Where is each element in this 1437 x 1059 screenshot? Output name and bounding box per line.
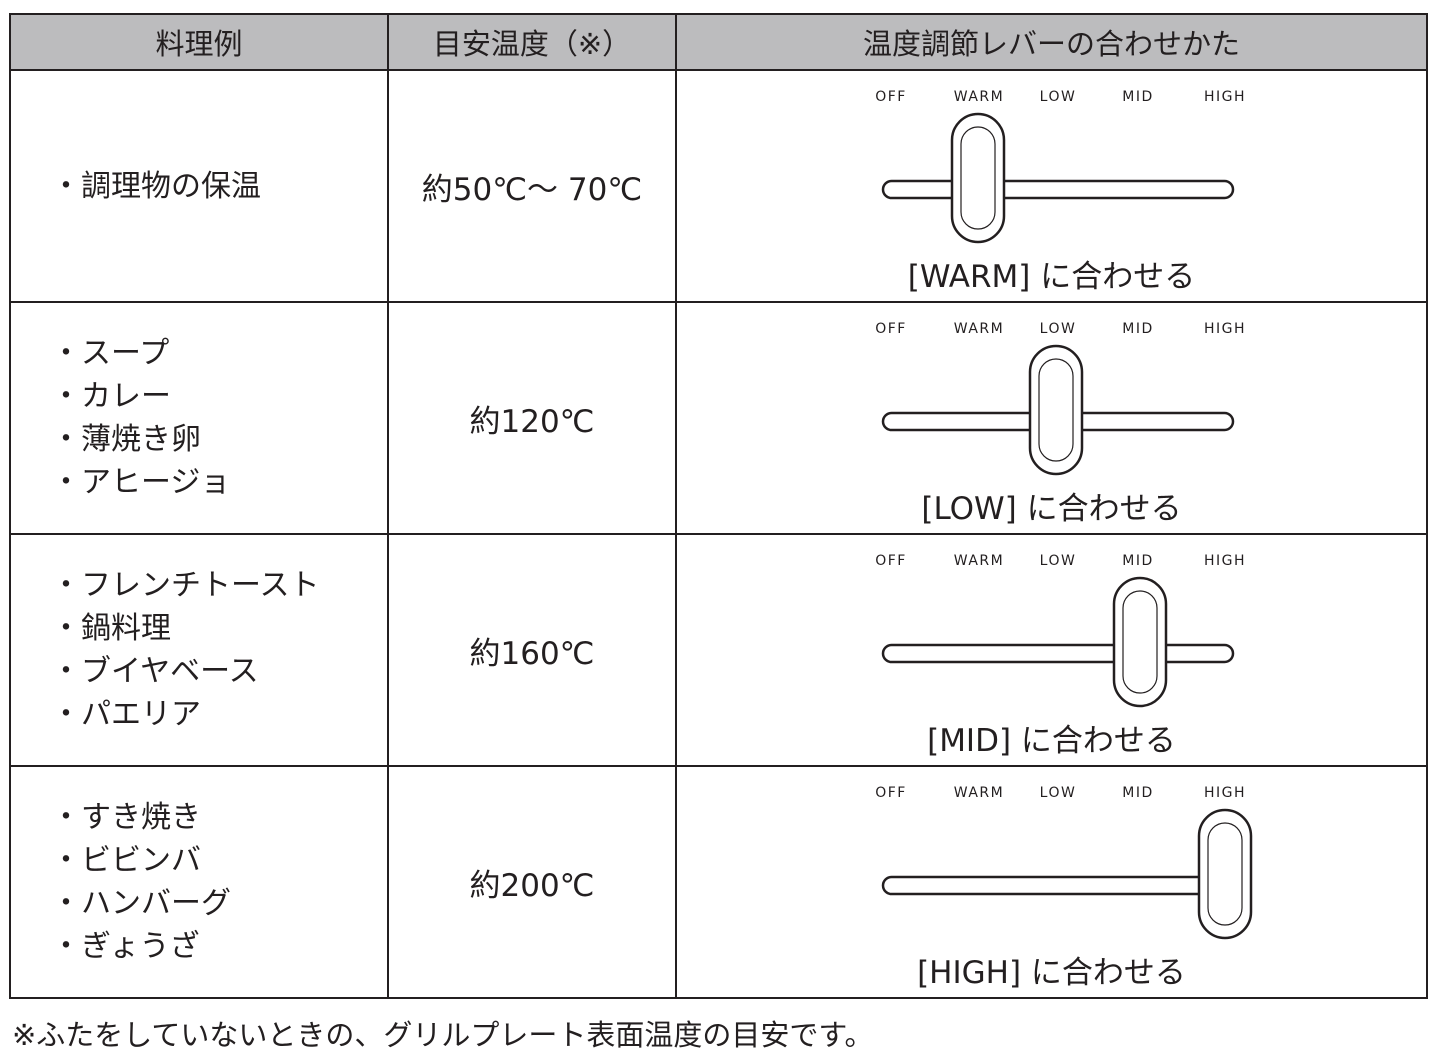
header-target-temperature: 目安温度（※）	[387, 13, 677, 71]
lever-knob	[1112, 576, 1168, 708]
table-row: スープカレー薄焼き卵アヒージョ 約120℃ OFF WARM LOW MID HIGH […	[9, 301, 1428, 535]
position-label-warm: WARM	[954, 321, 1004, 337]
dish-item: 調理物の保温	[61, 165, 387, 208]
lever-slider-icon: OFF WARM LOW MID HIGH	[875, 321, 1246, 476]
lever-cell: OFF WARM LOW MID HIGH [WARM] に合わせる	[675, 69, 1428, 303]
dish-cell: フレンチトースト鍋料理ブイヤベースパエリア	[9, 533, 389, 767]
lever-track	[881, 643, 1235, 664]
lever-caption: [LOW] に合わせる	[921, 491, 1182, 527]
dish-list: すき焼きビビンバハンバーグぎょうざ	[11, 796, 387, 968]
lever-diagram: OFF WARM LOW MID HIGH [LOW] に合わせる	[677, 303, 1426, 533]
position-label-warm: WARM	[954, 785, 1004, 801]
header-lever-setting: 温度調節レバーの合わせかた	[675, 13, 1428, 71]
lever-cell: OFF WARM LOW MID HIGH [HIGH] に合わせる	[675, 765, 1428, 999]
lever-slider-icon: OFF WARM LOW MID HIGH	[875, 785, 1253, 940]
dish-list: フレンチトースト鍋料理ブイヤベースパエリア	[11, 564, 387, 736]
dish-cell: 調理物の保温	[9, 69, 389, 303]
position-label-high: HIGH	[1204, 553, 1246, 569]
position-label-off: OFF	[875, 785, 907, 801]
dish-list: 調理物の保温	[11, 165, 387, 208]
lever-track	[881, 875, 1235, 896]
lever-diagram: OFF WARM LOW MID HIGH [HIGH] に合わせる	[677, 767, 1426, 997]
dish-item: すき焼き	[61, 796, 387, 839]
dish-item: ぎょうざ	[61, 925, 387, 968]
lever-knob-inner	[1122, 590, 1158, 694]
dish-item: カレー	[61, 375, 387, 418]
position-label-warm: WARM	[954, 553, 1004, 569]
dish-item: ブイヤベース	[61, 650, 387, 693]
position-label-low: LOW	[1040, 785, 1077, 801]
header-dish-examples: 料理例	[9, 13, 389, 71]
lever-cell: OFF WARM LOW MID HIGH [LOW] に合わせる	[675, 301, 1428, 535]
dish-item: フレンチトースト	[61, 564, 387, 607]
lever-knob-inner	[1038, 358, 1074, 462]
position-label-high: HIGH	[1204, 89, 1246, 105]
position-label-off: OFF	[875, 89, 907, 105]
lever-cell: OFF WARM LOW MID HIGH [MID] に合わせる	[675, 533, 1428, 767]
lever-diagram: OFF WARM LOW MID HIGH [WARM] に合わせる	[677, 71, 1426, 301]
lever-caption: [MID] に合わせる	[927, 723, 1176, 759]
position-label-warm: WARM	[954, 89, 1004, 105]
temperature-value: 約160℃	[387, 533, 677, 767]
lever-caption: [WARM] に合わせる	[907, 259, 1196, 295]
lever-caption: [HIGH] に合わせる	[917, 955, 1186, 991]
dish-item: ハンバーグ	[61, 882, 387, 925]
dish-item: パエリア	[61, 693, 387, 736]
position-label-mid: MID	[1122, 785, 1154, 801]
lever-track	[881, 179, 1235, 200]
position-label-high: HIGH	[1204, 785, 1246, 801]
temperature-guide-table: 料理例 目安温度（※） 温度調節レバーの合わせかた 調理物の保温 約50℃～ 7…	[9, 13, 1428, 999]
footnote: ※ふたをしていないときの、グリルプレート表面温度の目安です。	[12, 1018, 874, 1052]
lever-knob	[1197, 808, 1253, 940]
position-label-mid: MID	[1122, 89, 1154, 105]
lever-diagram: OFF WARM LOW MID HIGH [MID] に合わせる	[677, 535, 1426, 765]
dish-item: スープ	[61, 332, 387, 375]
position-label-low: LOW	[1040, 89, 1077, 105]
table-row: すき焼きビビンバハンバーグぎょうざ 約200℃ OFF WARM LOW MID HIG…	[9, 765, 1428, 999]
table-row: 調理物の保温 約50℃～ 70℃ OFF WARM LOW MID HIGH [WARM]…	[9, 69, 1428, 303]
temperature-value: 約50℃～ 70℃	[387, 69, 677, 303]
position-label-low: LOW	[1040, 553, 1077, 569]
position-label-high: HIGH	[1204, 321, 1246, 337]
dish-item: 薄焼き卵	[61, 418, 387, 461]
position-label-off: OFF	[875, 553, 907, 569]
position-label-mid: MID	[1122, 321, 1154, 337]
temperature-value: 約120℃	[387, 301, 677, 535]
lever-knob-inner	[1207, 822, 1243, 926]
position-label-mid: MID	[1122, 553, 1154, 569]
dish-cell: すき焼きビビンバハンバーグぎょうざ	[9, 765, 389, 999]
dish-item: 鍋料理	[61, 607, 387, 650]
dish-item: ビビンバ	[61, 839, 387, 882]
lever-knob-inner	[960, 126, 996, 230]
lever-knob	[950, 112, 1006, 244]
lever-slider-icon: OFF WARM LOW MID HIGH	[875, 89, 1246, 244]
table-row: フレンチトースト鍋料理ブイヤベースパエリア 約160℃ OFF WARM LOW MI…	[9, 533, 1428, 767]
lever-knob	[1028, 344, 1084, 476]
temperature-value: 約200℃	[387, 765, 677, 999]
position-label-off: OFF	[875, 321, 907, 337]
position-label-low: LOW	[1040, 321, 1077, 337]
dish-cell: スープカレー薄焼き卵アヒージョ	[9, 301, 389, 535]
dish-list: スープカレー薄焼き卵アヒージョ	[11, 332, 387, 504]
dish-item: アヒージョ	[61, 461, 387, 504]
lever-slider-icon: OFF WARM LOW MID HIGH	[875, 553, 1246, 708]
